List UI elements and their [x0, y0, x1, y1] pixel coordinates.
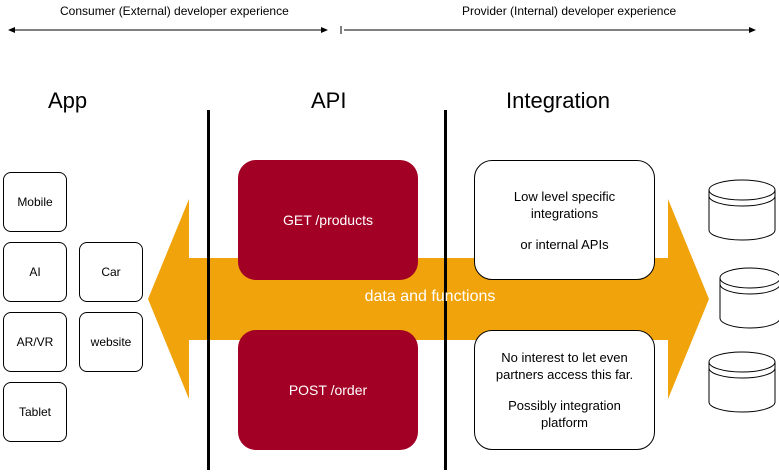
divider-app-api [207, 110, 210, 470]
provider-experience-label: Provider (Internal) developer experience [462, 4, 677, 18]
integration-bottom-line-2: partners access this far. [495, 367, 634, 382]
integration-bottom-line-1: No interest to let even [501, 350, 628, 365]
column-heading-app: App [48, 88, 88, 113]
integration-box-internal: Low level specific integrations or inter… [474, 160, 655, 280]
device-car: Car [79, 242, 143, 302]
database-icon [719, 267, 779, 329]
device-mobile: Mobile [3, 172, 67, 232]
consumer-range-arrow [8, 27, 328, 33]
consumer-experience-label: Consumer (External) developer experience [60, 4, 289, 18]
device-ai: AI [3, 242, 67, 302]
device-tablet: Tablet [3, 382, 67, 442]
device-website: website [79, 312, 143, 372]
database-icon [708, 179, 776, 241]
integration-top-line-2: integrations [530, 205, 599, 221]
integration-box-platform: No interest to let even partners access … [474, 330, 655, 450]
integration-bottom-line-3: Possibly integration [508, 398, 621, 413]
column-heading-integration: Integration [506, 88, 610, 113]
divider-api-integration [444, 110, 447, 470]
integration-top-line-1: Low level specific [513, 188, 616, 204]
integration-bottom-line-4: platform [541, 415, 588, 430]
integration-top-line-3: or internal APIs [520, 236, 609, 252]
provider-range-arrow [340, 26, 756, 34]
device-ar-vr: AR/VR [3, 312, 67, 372]
flow-label: data and functions [364, 288, 496, 305]
database-icon [708, 351, 776, 413]
api-endpoint-get-products: GET /products [238, 160, 418, 280]
data-flow-arrow-shape [148, 199, 709, 399]
scope-arrows [8, 26, 756, 34]
column-heading-api: API [311, 88, 347, 113]
api-endpoint-post-order: POST /order [238, 330, 418, 450]
